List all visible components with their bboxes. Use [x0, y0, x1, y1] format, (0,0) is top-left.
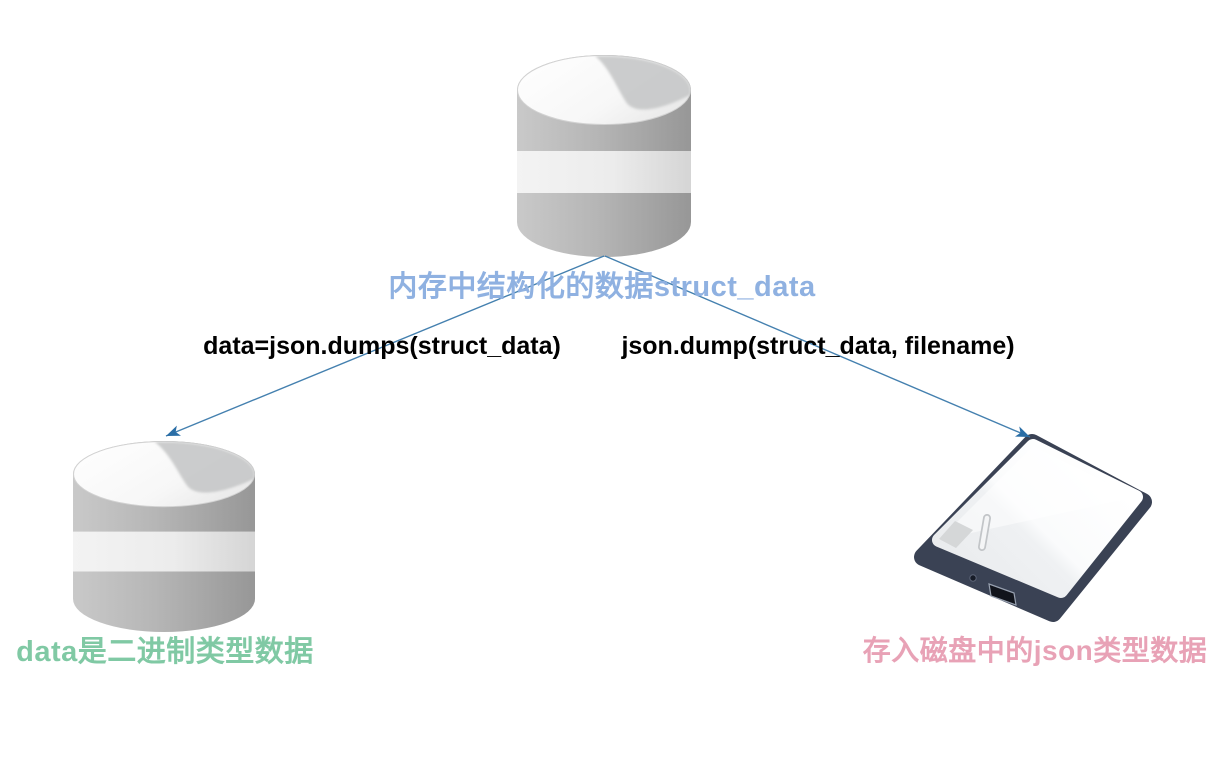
cylinder-top-swoosh: [154, 441, 255, 493]
edge-arrow-dump: [604, 255, 1031, 438]
database-cylinder-icon-memory: [517, 55, 691, 257]
disk-node-label: 存入磁盘中的json类型数据: [862, 635, 1208, 666]
drive-badge: [939, 521, 973, 548]
edge-arrow-dumps: [165, 255, 605, 437]
database-cylinder-icon-binary: [73, 441, 255, 632]
edge-label-json-dumps: data=json.dumps(struct_data): [203, 332, 561, 360]
edge-label-json-dump: json.dump(struct_data, filename): [621, 332, 1015, 360]
external-hard-drive-icon: [914, 434, 1152, 622]
binary-node-label: data是二进制类型数据: [16, 636, 314, 668]
drive-slot-inner: [979, 515, 990, 550]
cylinder-top-swoosh: [595, 55, 691, 110]
usb-port: [988, 583, 1017, 606]
led-indicator: [969, 574, 977, 582]
memory-node-label: 内存中结构化的数据struct_data: [388, 271, 816, 303]
